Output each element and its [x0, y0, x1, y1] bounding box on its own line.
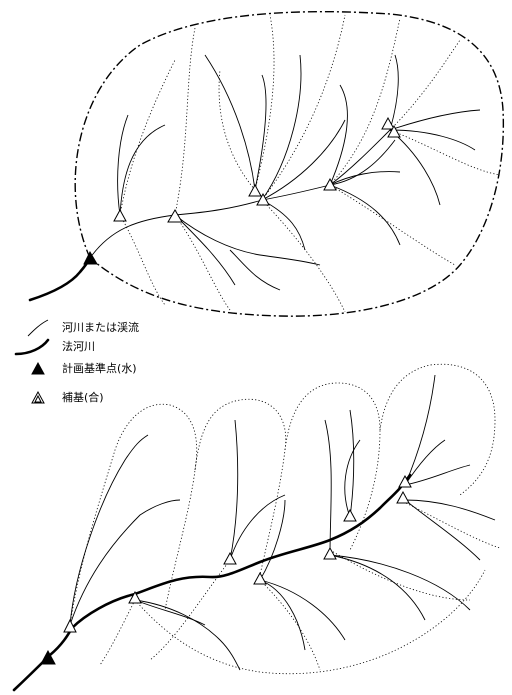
legend-item-legal-river: 法河川	[14, 338, 95, 356]
upper-legal-river	[28, 256, 92, 302]
legend-aux-point-label: 補基(合)	[62, 390, 104, 404]
lower-streams	[69, 374, 496, 671]
legend-item-main-point: 計画基準点(水)	[31, 361, 137, 375]
legend-legal-river-label: 法河川	[62, 339, 95, 353]
watershed-boundary	[74, 10, 505, 317]
upper-aux-points	[113, 116, 401, 223]
open-triangle-inner-icon	[34, 394, 42, 403]
stream-line-icon	[27, 319, 49, 337]
lower-legal-river	[12, 473, 412, 692]
sub-basin-divides	[119, 14, 501, 313]
lower-watershed-diagram	[12, 363, 501, 692]
upper-main-point-icon	[83, 250, 98, 265]
filled-triangle-icon	[31, 361, 45, 375]
lower-sub-basin-divides	[69, 363, 501, 675]
upper-watershed-diagram	[28, 10, 505, 317]
upper-streams	[89, 54, 481, 291]
legal-river-line-icon	[14, 338, 50, 356]
lower-main-point-icon	[40, 649, 56, 665]
legend: 河川または渓流 法河川 計画基準点(水) 補基(合)	[14, 319, 139, 404]
legend-stream-label: 河川または渓流	[62, 320, 139, 334]
lower-aux-points	[63, 474, 412, 633]
legend-item-stream: 河川または渓流	[27, 319, 139, 337]
legend-main-point-label: 計画基準点(水)	[62, 361, 137, 375]
legend-item-aux-point: 補基(合)	[31, 390, 104, 404]
